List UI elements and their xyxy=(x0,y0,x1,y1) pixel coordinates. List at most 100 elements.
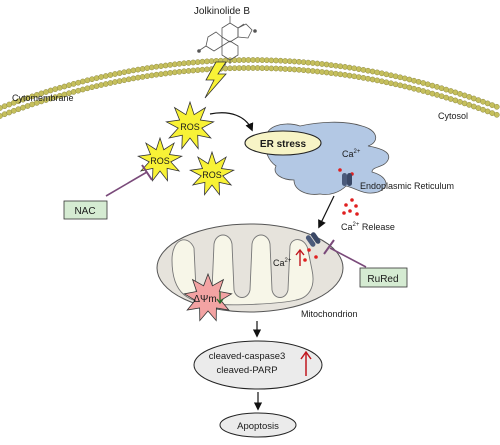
ros-star-icon xyxy=(137,136,183,182)
rured-inhibition-bar xyxy=(323,239,335,255)
membrane-bead xyxy=(360,75,367,81)
membrane-bead xyxy=(148,72,155,79)
membrane-bead xyxy=(116,70,123,76)
membrane-bead xyxy=(125,68,132,75)
lightning-bolt-icon xyxy=(204,61,227,99)
membrane-bead xyxy=(342,72,348,78)
membrane-bead xyxy=(102,81,109,87)
er-stress-label: ER stress xyxy=(260,139,307,150)
membrane-bead xyxy=(365,75,371,82)
caspase-label: cleaved-caspase3 xyxy=(209,351,286,362)
membrane-bead xyxy=(346,72,353,79)
parp-label: cleaved-PARP xyxy=(216,365,277,376)
membrane-bead xyxy=(374,77,381,84)
membrane-bead xyxy=(378,70,385,77)
membrane-bead xyxy=(493,103,500,110)
membrane-bead xyxy=(107,80,114,86)
nac-inhibition-line xyxy=(105,171,148,197)
nac-box xyxy=(63,200,108,220)
membrane-bead xyxy=(89,84,95,91)
membrane-bead xyxy=(342,64,348,70)
membrane-bead xyxy=(346,64,353,71)
calcium-release-dots xyxy=(342,198,359,216)
nac-inhibition-bar xyxy=(141,164,153,181)
cytomembrane-label: Cytomembrane xyxy=(12,93,74,103)
mmp-label: ΔΨm xyxy=(193,294,216,305)
membrane-bead xyxy=(144,73,151,79)
er-name-label: Endoplasmic Reticulum xyxy=(360,181,454,191)
cleavage-increase-arrow-icon xyxy=(300,350,312,376)
compound-label: Jolkinolide B xyxy=(194,6,250,17)
ros-label-top: ROS xyxy=(180,122,200,132)
membrane-bead xyxy=(397,74,404,81)
membrane-bead xyxy=(84,85,91,92)
calcium-ions-mito xyxy=(303,248,318,262)
membrane-bead xyxy=(112,71,118,77)
membrane-bead xyxy=(369,76,376,83)
ros-label-left: ROS xyxy=(150,156,170,166)
membrane-bead xyxy=(98,82,105,88)
ca-release-label: Ca2+ Release xyxy=(341,222,395,232)
ros-label-right: ROS xyxy=(202,170,222,180)
membrane-bead xyxy=(392,81,399,88)
membrane-bead xyxy=(135,66,141,73)
membrane-bead xyxy=(93,75,100,81)
membrane-bead xyxy=(383,71,390,78)
membrane-bead xyxy=(84,77,91,84)
membrane-bead xyxy=(121,69,128,76)
membrane-bead xyxy=(388,80,394,87)
membrane-bead xyxy=(401,75,408,82)
membrane-bead xyxy=(355,74,362,80)
ca-mito-label: Ca2+ xyxy=(273,258,292,268)
er-to-mito-arrow xyxy=(318,195,335,229)
membrane-bead xyxy=(411,85,417,92)
membrane-bead xyxy=(107,72,114,78)
er-stress-ellipse xyxy=(244,130,322,156)
membrane-bead xyxy=(139,74,146,80)
membrane-bead xyxy=(130,75,137,82)
membrane-bead xyxy=(121,77,128,84)
cytomembrane-bilayer xyxy=(0,57,500,119)
membrane-bead xyxy=(378,78,385,85)
membrane-bead xyxy=(388,72,394,79)
membrane-bead xyxy=(351,73,358,80)
membrane-bead xyxy=(93,83,100,89)
membrane-bead xyxy=(135,74,141,81)
membrane-bead xyxy=(493,111,500,118)
membrane-bead xyxy=(102,73,109,79)
membrane-bead xyxy=(397,82,404,89)
ros-group xyxy=(137,100,235,196)
rured-label: RuRed xyxy=(367,274,398,285)
membrane-bead xyxy=(401,83,408,90)
membrane-bead xyxy=(374,69,381,76)
rured-inhibition-line xyxy=(329,247,367,268)
mmp-star xyxy=(183,272,233,322)
membrane-bead xyxy=(369,68,376,75)
ros-to-er-arrow xyxy=(209,112,254,132)
ros-star-icon xyxy=(189,150,235,196)
membrane-bead xyxy=(383,79,390,86)
membrane-bead xyxy=(139,66,146,72)
membrane-bead xyxy=(125,76,132,83)
membrane-bead xyxy=(89,76,95,83)
membrane-bead xyxy=(116,78,123,84)
er-calcium-channel-icon xyxy=(342,173,352,186)
membrane-bead xyxy=(98,74,105,80)
ros-star-icon xyxy=(165,100,215,150)
rured-box xyxy=(359,267,408,288)
calcium-increase-arrow-icon xyxy=(295,248,305,266)
caspase-ellipse xyxy=(193,340,323,390)
membrane-bead xyxy=(411,77,417,84)
nac-label: NAC xyxy=(74,206,95,217)
membrane-bead xyxy=(392,73,399,80)
membrane-bead xyxy=(355,66,362,72)
membrane-bead xyxy=(148,64,155,71)
ca-er-label: Ca2+ xyxy=(342,149,361,159)
membrane-bead xyxy=(144,65,151,71)
cytosol-label: Cytosol xyxy=(438,111,468,121)
mitochondrion-label: Mitochondrion xyxy=(301,309,358,319)
mmp-decrease-arrow-icon xyxy=(216,292,224,305)
membrane-bead xyxy=(351,65,358,72)
mito-calcium-channel-icon xyxy=(305,232,321,247)
